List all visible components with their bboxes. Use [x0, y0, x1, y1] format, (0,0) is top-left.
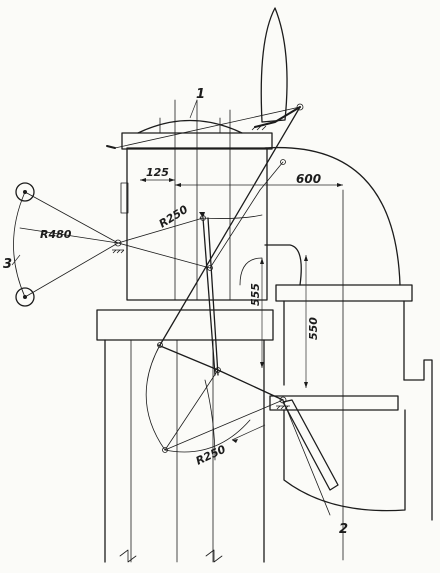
top-right-link	[259, 161, 284, 191]
vertical-link-2	[207, 217, 219, 376]
lower-joint	[215, 367, 221, 373]
label-part-1: 1	[196, 87, 205, 102]
base-slab	[96, 309, 274, 341]
arc-end-joint	[162, 447, 168, 453]
dim-550-text: 550	[307, 317, 320, 340]
lid-hinge-arm	[254, 106, 301, 128]
link-drop-arc	[204, 379, 216, 461]
counterweight-top	[15, 182, 35, 202]
dim-125-text: 125	[146, 166, 169, 179]
counterweight-bottom	[15, 287, 35, 307]
side-port	[120, 182, 129, 214]
mid-up-link	[209, 189, 261, 269]
joints	[112, 159, 290, 453]
counterweights	[15, 182, 35, 307]
duct-outer-arc	[264, 146, 401, 286]
counterweight-bottom-center	[23, 295, 27, 299]
text-labels: 1 2 3 125 600 R480 R250 555 550 R250	[3, 87, 348, 537]
lid-tie-rod	[114, 106, 301, 149]
top-lid	[251, 7, 304, 131]
lower-swing-arc	[145, 344, 166, 451]
upper-small-arc	[199, 214, 263, 219]
break-mark-left	[119, 549, 137, 563]
damper-blade	[282, 399, 339, 516]
label-part-3: 3	[3, 257, 12, 272]
damper-leader	[282, 399, 331, 516]
counterweight-arc	[13, 191, 26, 298]
lower-strut-1	[164, 369, 219, 451]
linkage-rods	[19, 106, 301, 451]
leader-part-1	[189, 99, 198, 119]
top-right-joint	[280, 159, 286, 165]
vessel-top-flange	[275, 284, 413, 302]
counterweight-top-center	[23, 190, 27, 194]
duct-inner-arc	[264, 244, 302, 286]
lower-strut-3	[217, 369, 284, 401]
lid-pivot	[296, 103, 304, 111]
right-pivot-ground	[276, 405, 290, 410]
r480-line	[19, 227, 119, 244]
dim-r480-text: R480	[40, 228, 72, 241]
swing-arcs	[13, 191, 263, 461]
bottom-arc	[164, 419, 251, 453]
lower-strut-2	[164, 399, 284, 451]
duct-small-arc	[239, 257, 263, 286]
damper-plate	[282, 399, 339, 491]
dim-r250-lower-arrow	[232, 439, 238, 443]
rod-end-joint	[157, 342, 163, 348]
dim-600-text: 600	[296, 172, 321, 186]
dimension-lines	[11, 99, 343, 443]
mid-joint	[207, 265, 213, 271]
cw-line-up	[24, 191, 119, 244]
label-part-2: 2	[339, 522, 348, 537]
break-mark-right	[205, 549, 223, 563]
dim-r250-upper-arrow	[199, 212, 205, 218]
furnace-upper-body	[120, 99, 273, 301]
dim-555-text: 555	[249, 283, 262, 306]
leader-part-3	[11, 254, 21, 266]
long-rod	[159, 106, 301, 346]
vessel-right-extension	[403, 359, 433, 521]
vessel-shelf	[269, 395, 399, 411]
dome-cap	[137, 119, 243, 134]
furnace-base	[96, 309, 274, 563]
left-pivot	[114, 239, 122, 247]
right-vessel	[269, 189, 433, 561]
cw-line-down	[24, 242, 119, 298]
lever-left-mid	[117, 242, 211, 269]
left-pivot-ground	[112, 249, 125, 254]
dim-r250-lower-leader	[231, 424, 266, 441]
lid-mount-hatch	[251, 125, 267, 131]
dim-r250-lower-text: R250	[194, 443, 228, 468]
upper-left-bracket	[106, 145, 116, 149]
vessel-lower	[283, 409, 406, 512]
arched-duct	[239, 146, 401, 286]
vertical-link-1	[202, 217, 216, 376]
lever-left-up	[117, 217, 204, 244]
lid-leaf	[260, 7, 288, 123]
